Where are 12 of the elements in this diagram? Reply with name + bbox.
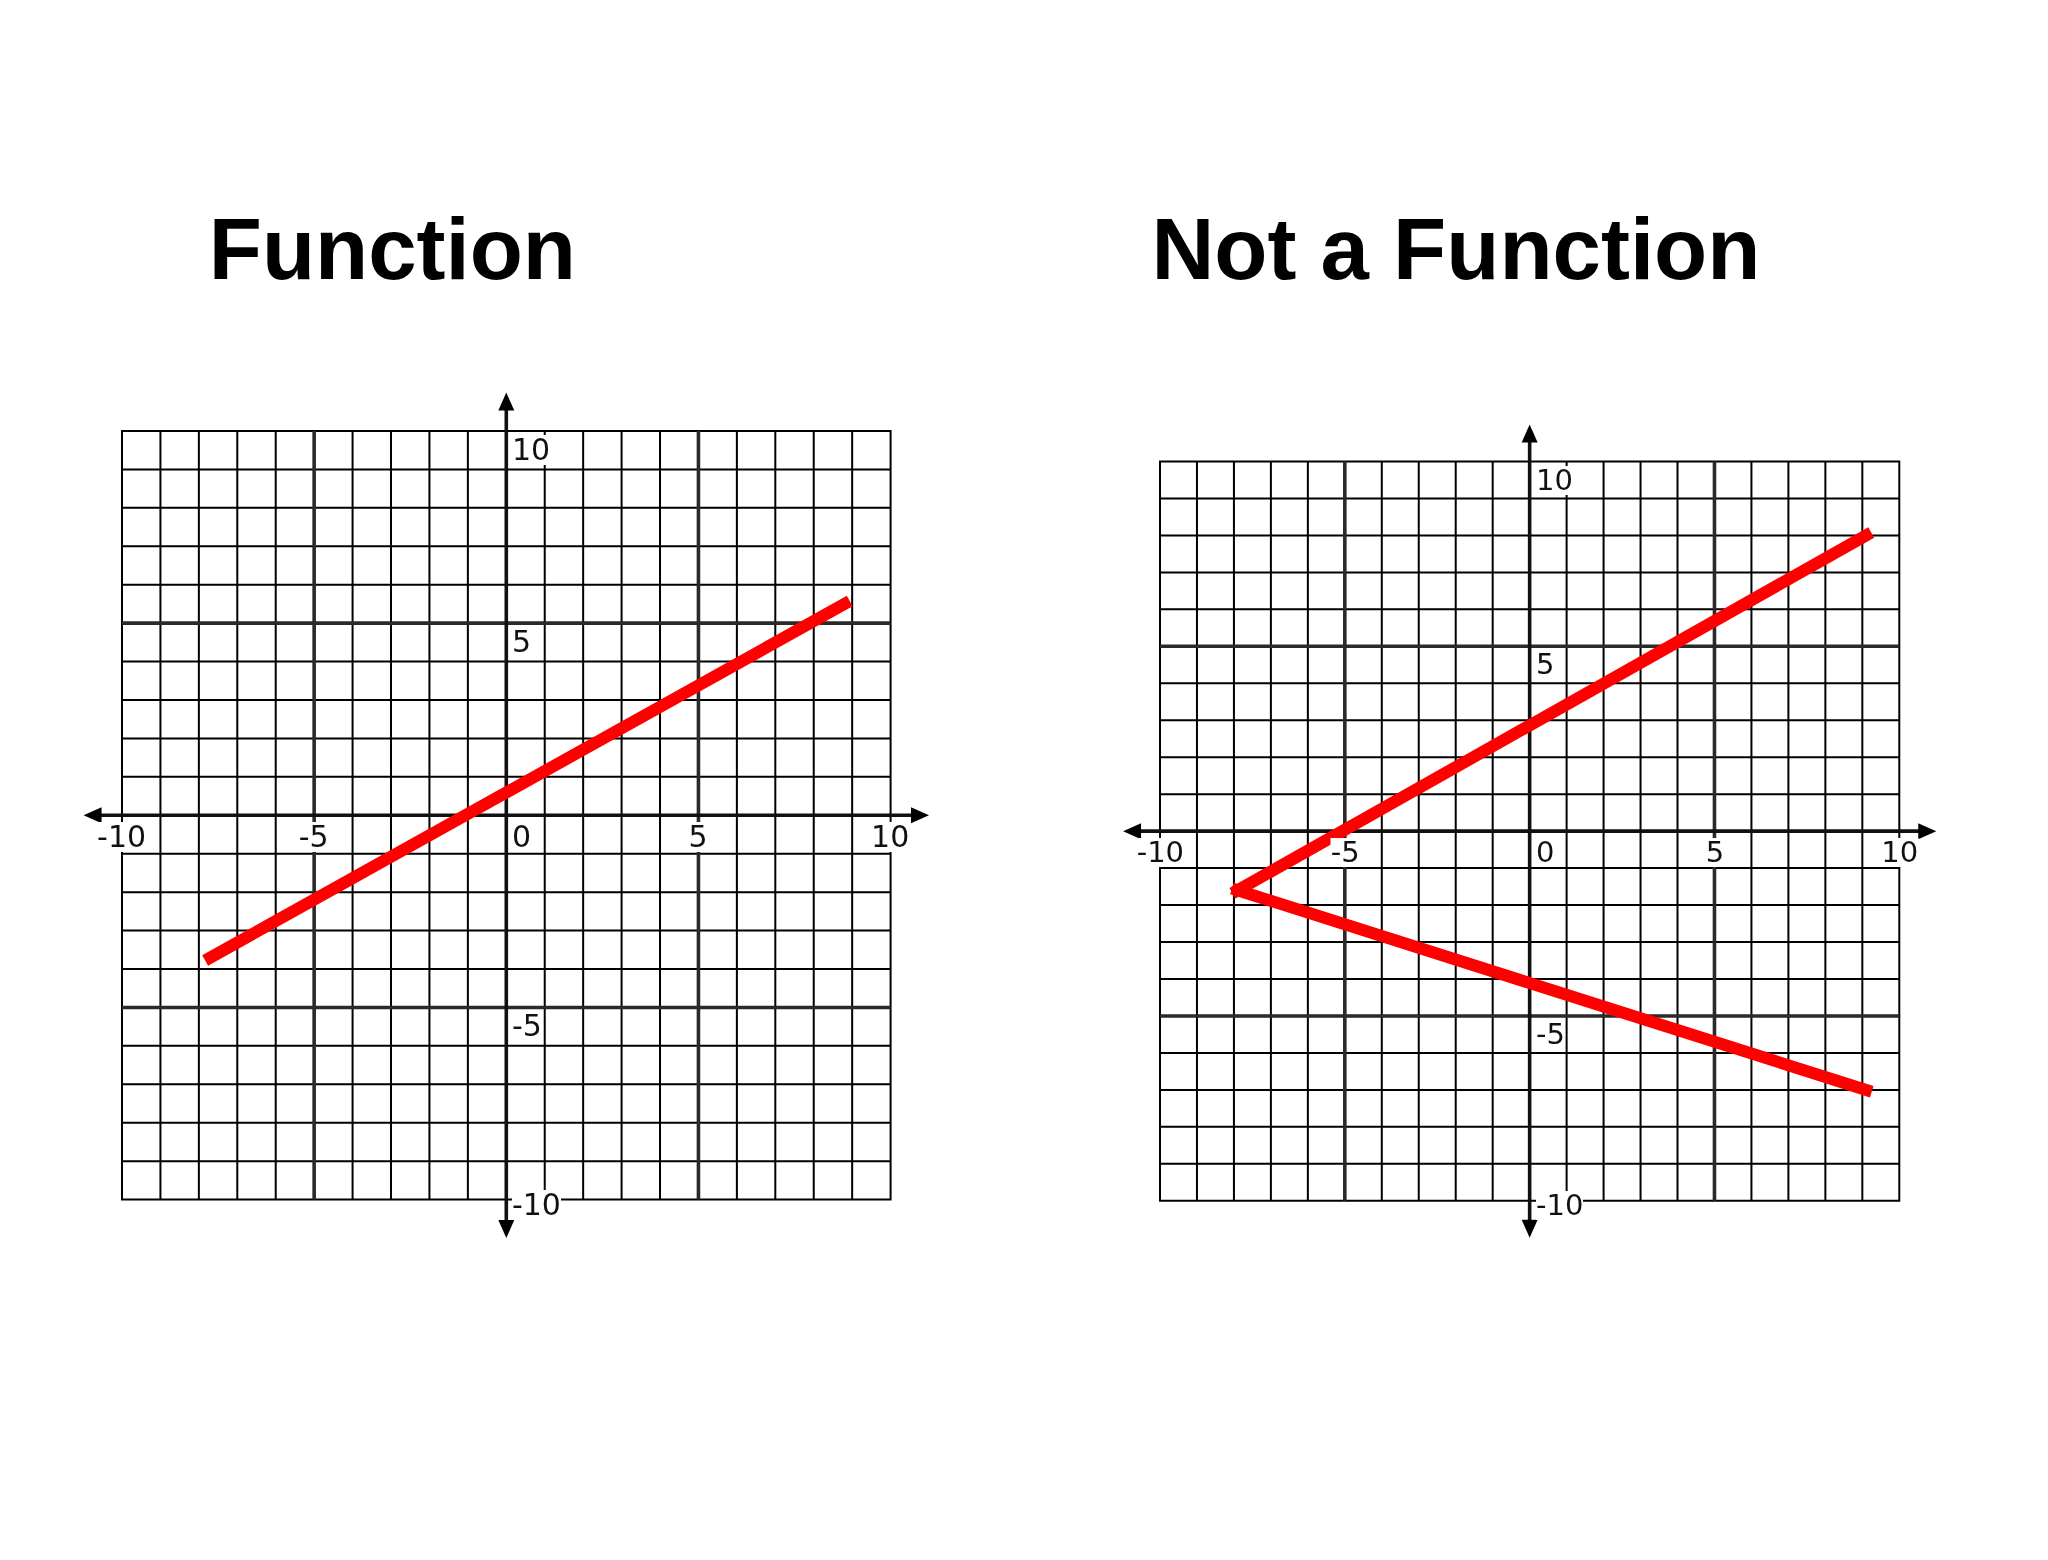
x-tick-label: 5 xyxy=(688,822,708,853)
y-tick-label: 10 xyxy=(1536,465,1573,495)
x-tick-label: -5 xyxy=(1330,838,1360,868)
x-tick-label: -10 xyxy=(1136,838,1185,868)
x-tick-label: -5 xyxy=(298,822,329,853)
x-tick-label: -10 xyxy=(97,822,147,853)
chart-title: Function xyxy=(208,205,576,292)
x-tick-label: 5 xyxy=(1705,838,1725,868)
chart-title: Not a Function xyxy=(1151,205,1761,292)
x-tick-label: 10 xyxy=(871,822,910,853)
y-tick-label: -10 xyxy=(1536,1190,1584,1220)
x-tick-label: 10 xyxy=(1881,838,1919,868)
